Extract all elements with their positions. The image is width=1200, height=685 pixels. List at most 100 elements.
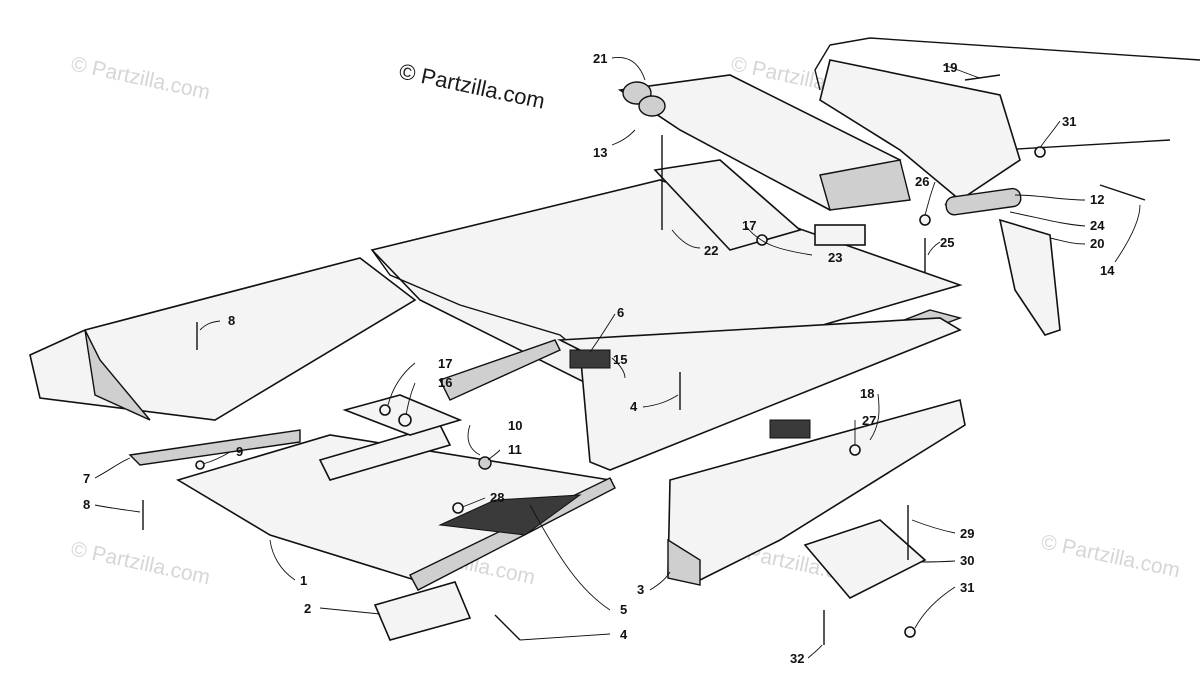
- bumper-left-corner: [814, 44, 831, 91]
- bumper-top-rail: [829, 37, 1200, 61]
- leader-31b: [914, 586, 956, 629]
- tunnel-assembly: [29, 179, 963, 471]
- washer-9: [195, 460, 205, 470]
- leader-4b: [519, 633, 611, 641]
- clip-31-bottom: [904, 626, 916, 638]
- rail-7: [128, 429, 301, 466]
- leader-8a: [199, 320, 221, 331]
- bumper-frame: [814, 37, 1200, 336]
- grip-pad-5: [438, 494, 582, 536]
- nut-17: [379, 404, 391, 416]
- reflector-18: [769, 419, 811, 439]
- callout-18: 18: [860, 386, 874, 401]
- callout-30: 30: [960, 553, 974, 568]
- callout-14: 14: [1100, 263, 1115, 278]
- bracket-3-foot: [667, 538, 701, 586]
- callout-15: 15: [613, 352, 627, 367]
- callout-17-left: 17: [438, 356, 452, 371]
- washer-26: [919, 214, 931, 226]
- callout-17-rear: 17: [742, 218, 756, 233]
- running-board-plate: [176, 434, 616, 591]
- callout-13: 13: [593, 145, 607, 160]
- leader-11: [487, 449, 501, 461]
- callout-19: 19: [943, 60, 957, 75]
- reflector-2: [373, 581, 472, 641]
- callout-16: 16: [438, 375, 452, 390]
- callout-29: 29: [960, 526, 974, 541]
- mount-bracket: [653, 159, 802, 251]
- callout-2: 2: [304, 601, 311, 616]
- leader-10: [467, 424, 481, 456]
- watermark-bottom-left: © Partzilla.com: [69, 537, 212, 589]
- callout-26: 26: [915, 174, 929, 189]
- leader-31a: [1039, 120, 1061, 149]
- leader-20: [1049, 237, 1086, 245]
- leader-25: [927, 241, 941, 256]
- watermark-top-left: © Partzilla.com: [69, 52, 212, 104]
- leader-2: [319, 607, 381, 615]
- nut-17-rear: [756, 234, 768, 246]
- callout-11: 11: [508, 442, 522, 457]
- leader-16: [405, 382, 416, 416]
- skid-20: [998, 218, 1061, 336]
- leader-6: [589, 313, 616, 353]
- fasteners: [142, 74, 1146, 645]
- leader-lines: [94, 57, 1141, 659]
- callout-numbers: 1 2 3 4 4 5 6 7 8 8 9 10 11 12 13 14 15 …: [83, 51, 1115, 666]
- callout-10: 10: [508, 418, 522, 433]
- callout-4-center: 4: [630, 399, 638, 414]
- right-footrest: [667, 399, 966, 599]
- washer-16: [398, 413, 412, 427]
- callout-21: 21: [593, 51, 607, 66]
- leader-22: [671, 229, 701, 249]
- leader-26: [924, 181, 936, 216]
- clip-31-top: [1034, 146, 1046, 158]
- leader-13: [611, 129, 636, 146]
- leader-29: [911, 519, 956, 534]
- leader-8b: [94, 504, 141, 513]
- spacer-23: [814, 224, 866, 246]
- callout-31-bottom: 31: [960, 580, 974, 595]
- callout-1: 1: [300, 573, 307, 588]
- leader-17a: [387, 362, 416, 406]
- toothed-edge: [819, 159, 911, 211]
- leader-28: [461, 497, 486, 508]
- left-side-shadow: [84, 329, 151, 421]
- bolt-19: [964, 74, 1001, 81]
- bracket-10: [318, 424, 452, 481]
- leader-14: [1114, 204, 1141, 263]
- rear-assembly: [617, 74, 911, 251]
- callout-6: 6: [617, 305, 624, 320]
- callout-31-top: 31: [1062, 114, 1076, 129]
- leader-12: [1014, 194, 1086, 201]
- callout-7: 7: [83, 471, 90, 486]
- callout-8-bottom: 8: [83, 497, 90, 512]
- footrest-block-30: [803, 519, 927, 599]
- callout-5: 5: [620, 602, 627, 617]
- leader-17b: [744, 224, 813, 256]
- callout-27: 27: [862, 413, 876, 428]
- watermark-far-right: © Partzilla.com: [1039, 530, 1182, 582]
- callout-32: 32: [790, 651, 804, 666]
- callout-25: 25: [940, 235, 954, 250]
- leader-9: [202, 451, 231, 465]
- hinge-strip: [439, 339, 561, 401]
- leader-18: [869, 393, 880, 441]
- callout-24: 24: [1090, 218, 1105, 233]
- callout-23: 23: [828, 250, 842, 265]
- callout-20: 20: [1090, 236, 1104, 251]
- bolt-14: [1099, 184, 1146, 201]
- callout-28: 28: [490, 490, 504, 505]
- tube-end-lower: [638, 95, 666, 117]
- leader-15: [611, 357, 626, 379]
- tube-24: [945, 187, 1022, 216]
- leader-3: [649, 571, 671, 591]
- leader-30: [919, 560, 956, 563]
- leader-4a: [642, 394, 679, 408]
- callout-22: 22: [704, 243, 718, 258]
- callout-4-bottom: 4: [620, 627, 628, 642]
- callout-12: 12: [1090, 192, 1104, 207]
- nut-28: [452, 502, 464, 514]
